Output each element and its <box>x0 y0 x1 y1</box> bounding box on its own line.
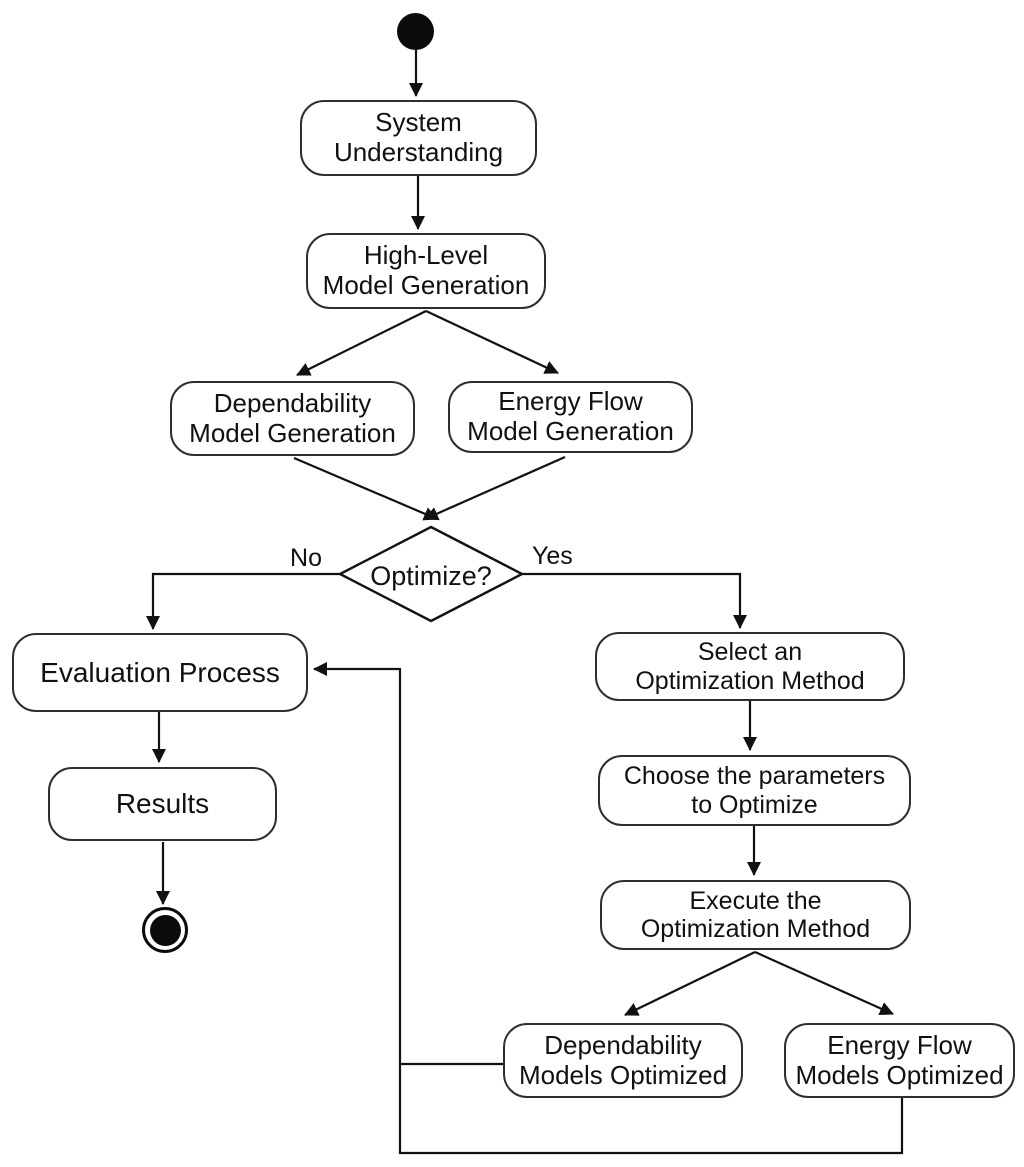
edge-highlevel-to-dependability <box>296 310 427 376</box>
node-dependability-model-generation: Dependability Model Generation <box>170 381 415 456</box>
node-label: High-Level Model Generation <box>322 240 530 300</box>
node-dependability-models-optimized: Dependability Models Optimized <box>503 1023 743 1098</box>
node-label: System Understanding <box>333 107 504 167</box>
edge-dependability-to-decision <box>293 456 438 521</box>
node-label: Execute the Optimization Method <box>640 886 871 944</box>
node-energy-flow-model-generation: Energy Flow Model Generation <box>448 381 693 453</box>
node-optimize-decision: Optimize? <box>341 558 521 594</box>
node-label: Evaluation Process <box>40 656 280 688</box>
node-system-understanding: System Understanding <box>300 100 537 176</box>
node-label: Choose the parameters to Optimize <box>623 762 886 819</box>
edge-label-yes: Yes <box>532 542 573 570</box>
node-high-level-model-generation: High-Level Model Generation <box>306 233 546 309</box>
node-label: Results <box>115 788 210 820</box>
node-label: Select an Optimization Method <box>635 638 865 695</box>
node-label: Energy Flow Model Generation <box>467 386 674 446</box>
node-label: Energy Flow Models Optimized <box>795 1029 1004 1090</box>
edge-decision-yes-to-select <box>522 572 747 629</box>
node-choose-parameters: Choose the parameters to Optimize <box>598 755 911 826</box>
edge-feedback-to-evaluation <box>313 662 904 1155</box>
edge-label-no: No <box>290 544 322 572</box>
edge-highlevel-to-energyflow <box>425 310 559 374</box>
node-evaluation-process: Evaluation Process <box>12 633 308 712</box>
node-execute-optimization-method: Execute the Optimization Method <box>600 880 911 950</box>
node-energy-flow-models-optimized: Energy Flow Models Optimized <box>784 1023 1015 1098</box>
edge-execute-to-energyflow-optimized <box>754 950 894 1016</box>
optimize-decision-shape <box>337 525 525 623</box>
activity-final-node <box>142 907 188 953</box>
activity-start-node <box>397 13 434 50</box>
edge-energyflow-to-decision <box>424 455 566 521</box>
node-label: Dependability Models Optimized <box>518 1029 728 1090</box>
edge-decision-no-to-evaluation <box>146 572 340 630</box>
node-results: Results <box>48 767 277 841</box>
activity-final-inner-dot <box>149 914 181 946</box>
node-label: Optimize? <box>370 560 492 591</box>
node-select-optimization-method: Select an Optimization Method <box>595 632 905 701</box>
edge-execute-to-dependability-optimized <box>624 951 756 1016</box>
node-label: Dependability Model Generation <box>189 387 396 448</box>
